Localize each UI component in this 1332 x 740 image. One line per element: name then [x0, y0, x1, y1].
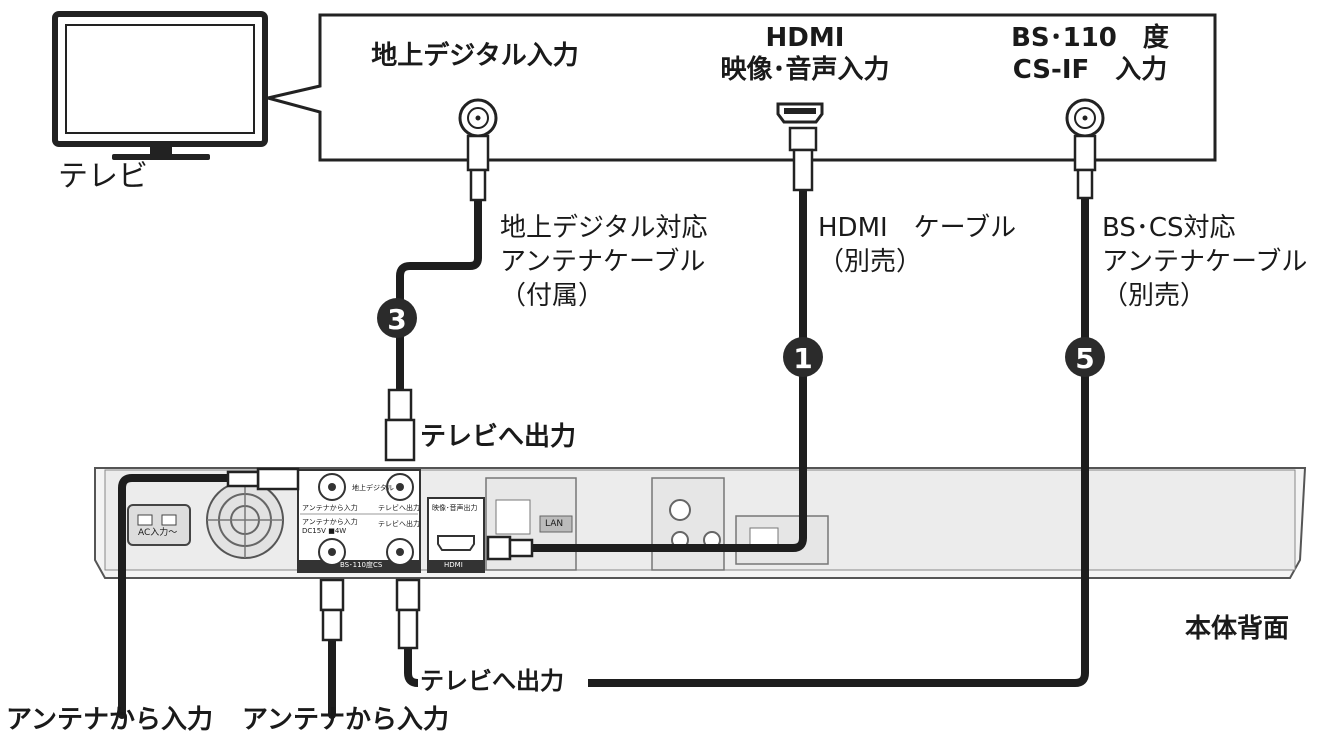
- panel-tv-out2-label: テレビへ出力: [378, 520, 420, 528]
- out-to-tv-bottom-label: テレビへ出力: [420, 667, 564, 695]
- panel-bs-power-label: DC15V ■4W: [302, 527, 347, 535]
- terrestrial-cable-label-2: アンテナケーブル: [500, 247, 706, 277]
- bs-cable: [404, 191, 1089, 687]
- av-output-panel: [651, 477, 725, 571]
- bs-cable-label-1: BS･CS対応: [1102, 213, 1236, 243]
- svg-text:5: 5: [1075, 342, 1094, 375]
- bs-cable-label-3: （別売）: [1102, 281, 1207, 311]
- panel-bs-label: BS･110度CS: [340, 561, 383, 569]
- step-badge-bs: 5: [1065, 337, 1105, 377]
- svg-text:1: 1: [793, 342, 812, 375]
- panel-bs-in-label: アンテナから入力: [302, 518, 358, 526]
- terrestrial-input-label: 地上デジタル入力: [371, 41, 579, 71]
- ac-inlet: [127, 504, 191, 546]
- bs-input-label-line1: BS･110 度: [1011, 23, 1169, 53]
- terrestrial-cable-label-3: （付属）: [500, 281, 605, 311]
- tv-input-panel: [267, 13, 1217, 162]
- optical-port: [735, 515, 829, 565]
- antenna-in-right-label: アンテナから入力: [242, 705, 449, 735]
- svg-text:3: 3: [387, 303, 406, 336]
- panel-terrestrial-label: 地上デジタル: [352, 484, 394, 492]
- hdmi-input-label-line2: 映像･音声入力: [720, 55, 890, 85]
- step-badge-terrestrial: 3: [377, 298, 417, 338]
- panel-hdmi-title-label: 映像･音声出力: [432, 504, 478, 512]
- tv-label: テレビ: [58, 159, 148, 194]
- tv-terrestrial-jack: [458, 98, 498, 138]
- terrestrial-cable: [396, 196, 482, 394]
- recorder-rear-label: 本体背面: [1185, 614, 1290, 644]
- tv-bs-jack: [1065, 98, 1105, 138]
- hdmi-input-label-line1: HDMI: [765, 23, 845, 53]
- tv-hdmi-jack: [776, 102, 824, 124]
- step-badge-hdmi: 1: [783, 337, 823, 377]
- antenna-in-left-label: アンテナから入力: [6, 705, 213, 735]
- panel-ac-label: AC入力～: [138, 528, 178, 538]
- bs-input-label-line2: CS-IF 入力: [1012, 55, 1168, 85]
- panel-tv-out-label: テレビへ出力: [378, 504, 420, 512]
- bs-cable-label-2: アンテナケーブル: [1102, 247, 1308, 277]
- panel-terrestrial-in-label: アンテナから入力: [302, 504, 358, 512]
- tv-icon: [52, 11, 268, 160]
- panel-hdmi-label: HDMI: [444, 561, 463, 569]
- recorder-body: [94, 467, 1307, 579]
- terrestrial-cable-label-1: 地上デジタル対応: [500, 213, 708, 243]
- fan-grille-icon: [206, 481, 284, 559]
- hdmi-cable-label-1: HDMI ケーブル: [818, 213, 1017, 243]
- hdmi-cable-label-2: （別売）: [818, 247, 923, 277]
- panel-lan-label: LAN: [545, 519, 564, 529]
- out-to-tv-top-label: テレビへ出力: [420, 422, 577, 452]
- antenna-in-left-cable: [118, 474, 258, 719]
- hdmi-cable: [526, 184, 807, 552]
